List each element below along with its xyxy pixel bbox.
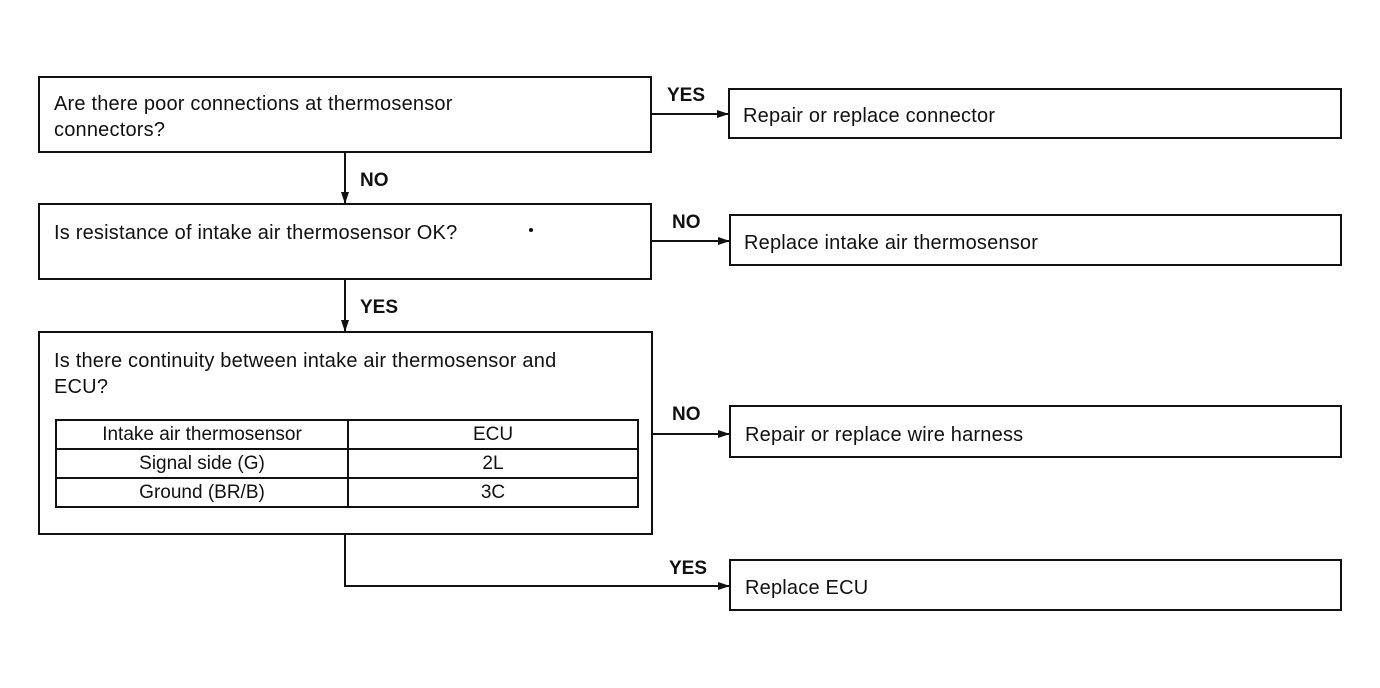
q2-no-label: NO <box>672 212 701 233</box>
q2-yes-label: YES <box>360 297 399 318</box>
table-header-ecu: ECU <box>347 419 639 450</box>
q3-yes-label: YES <box>669 558 708 579</box>
table-cell: 2L <box>347 448 639 479</box>
table-header-row: Intake air thermosensor ECU <box>55 419 639 450</box>
table-cell: Ground (BR/B) <box>55 477 349 508</box>
result-repair-connector-text: Repair or replace connector <box>743 105 996 127</box>
table-cell: 3C <box>347 477 639 508</box>
table-row: Ground (BR/B) 3C <box>55 477 639 508</box>
result-box-repair-harness: Repair or replace wire harness <box>729 405 1342 458</box>
question-box-1: Are there poor connections at thermosens… <box>38 76 652 153</box>
q3-no-label: NO <box>672 404 701 425</box>
result-replace-ecu-text: Replace ECU <box>745 577 869 599</box>
question-3-line-2: ECU? <box>54 376 109 398</box>
table-cell: Signal side (G) <box>55 448 349 479</box>
question-2-text: Is resistance of intake air thermosensor… <box>54 222 458 244</box>
result-box-repair-connector: Repair or replace connector <box>728 88 1342 139</box>
table-row: Signal side (G) 2L <box>55 448 639 479</box>
question-3-line-1: Is there continuity between intake air t… <box>54 350 557 372</box>
question-1-line-1: Are there poor connections at thermosens… <box>54 93 453 115</box>
arrow-q3-yes <box>344 534 730 590</box>
stray-dot <box>529 228 533 232</box>
q1-yes-label: YES <box>667 85 706 106</box>
question-1-line-2: connectors? <box>54 119 166 141</box>
question-box-2: Is resistance of intake air thermosensor… <box>38 203 652 280</box>
result-box-replace-ecu: Replace ECU <box>729 559 1342 611</box>
continuity-table: Intake air thermosensor ECU Signal side … <box>55 419 639 508</box>
result-repair-harness-text: Repair or replace wire harness <box>745 424 1024 446</box>
result-box-replace-thermosensor: Replace intake air thermosensor <box>729 214 1342 266</box>
question-box-3: Is there continuity between intake air t… <box>38 331 653 535</box>
result-replace-thermosensor-text: Replace intake air thermosensor <box>744 232 1039 254</box>
q1-no-label: NO <box>360 170 389 191</box>
table-header-sensor: Intake air thermosensor <box>55 419 349 450</box>
